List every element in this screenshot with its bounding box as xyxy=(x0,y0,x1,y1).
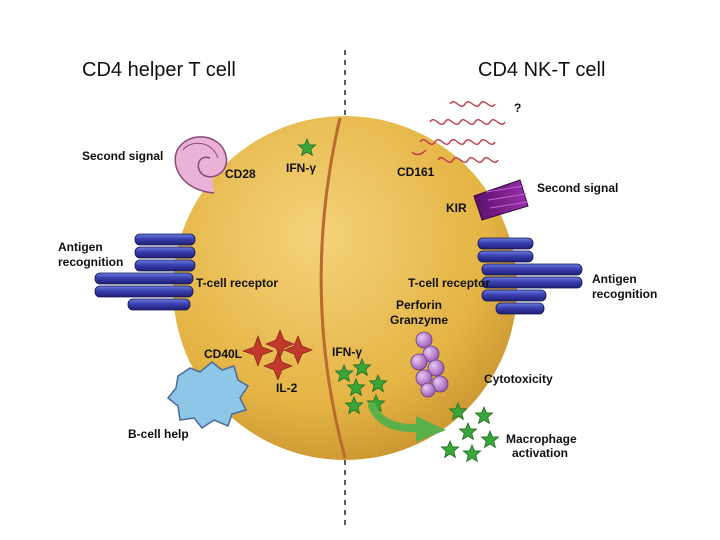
label-macrophage-2: activation xyxy=(512,446,568,460)
cell-internal-divider xyxy=(319,117,347,459)
cd161-coil-icon xyxy=(411,101,506,163)
label-bcell-help: B-cell help xyxy=(128,427,189,441)
cd28-spiral-icon xyxy=(174,136,228,194)
label-antigen-right-2: recognition xyxy=(592,287,657,301)
label-cytotoxicity: Cytotoxicity xyxy=(484,372,553,386)
label-cd28: CD28 xyxy=(225,167,256,181)
granule-cluster-icon xyxy=(410,331,449,398)
label-granzyme: Granzyme xyxy=(390,313,448,327)
tcr-receptor-right-icon xyxy=(477,237,583,315)
label-il2: IL-2 xyxy=(276,381,298,395)
label-kir: KIR xyxy=(446,201,467,215)
label-cd40l: CD40L xyxy=(204,347,242,361)
label-tcr-left: T-cell receptor xyxy=(196,276,278,290)
label-antigen-left-1: Antigen xyxy=(58,240,103,254)
activation-arrow-icon xyxy=(368,402,424,433)
label-second-signal-right: Second signal xyxy=(537,181,618,195)
kir-receptor-icon xyxy=(473,179,529,221)
label-question-mark: ? xyxy=(514,101,521,115)
label-ifn-gamma-right: IFN-γ xyxy=(332,345,362,359)
heading-left: CD4 helper T cell xyxy=(82,59,236,81)
tcr-receptor-left-icon xyxy=(94,233,196,311)
activation-arrow-head-icon xyxy=(416,416,446,442)
label-ifn-gamma-top: IFN-γ xyxy=(286,161,316,175)
label-macrophage-1: Macrophage xyxy=(506,432,577,446)
bcell-blob-icon xyxy=(166,361,250,430)
label-antigen-right-1: Antigen xyxy=(592,272,637,286)
label-perforin: Perforin xyxy=(396,298,442,312)
label-antigen-left-2: recognition xyxy=(58,255,123,269)
label-second-signal-left: Second signal xyxy=(82,149,163,163)
il2-star-icons xyxy=(242,329,313,381)
label-tcr-right: T-cell receptor xyxy=(408,276,490,290)
heading-right: CD4 NK-T cell xyxy=(478,59,605,81)
label-cd161: CD161 xyxy=(397,165,435,179)
